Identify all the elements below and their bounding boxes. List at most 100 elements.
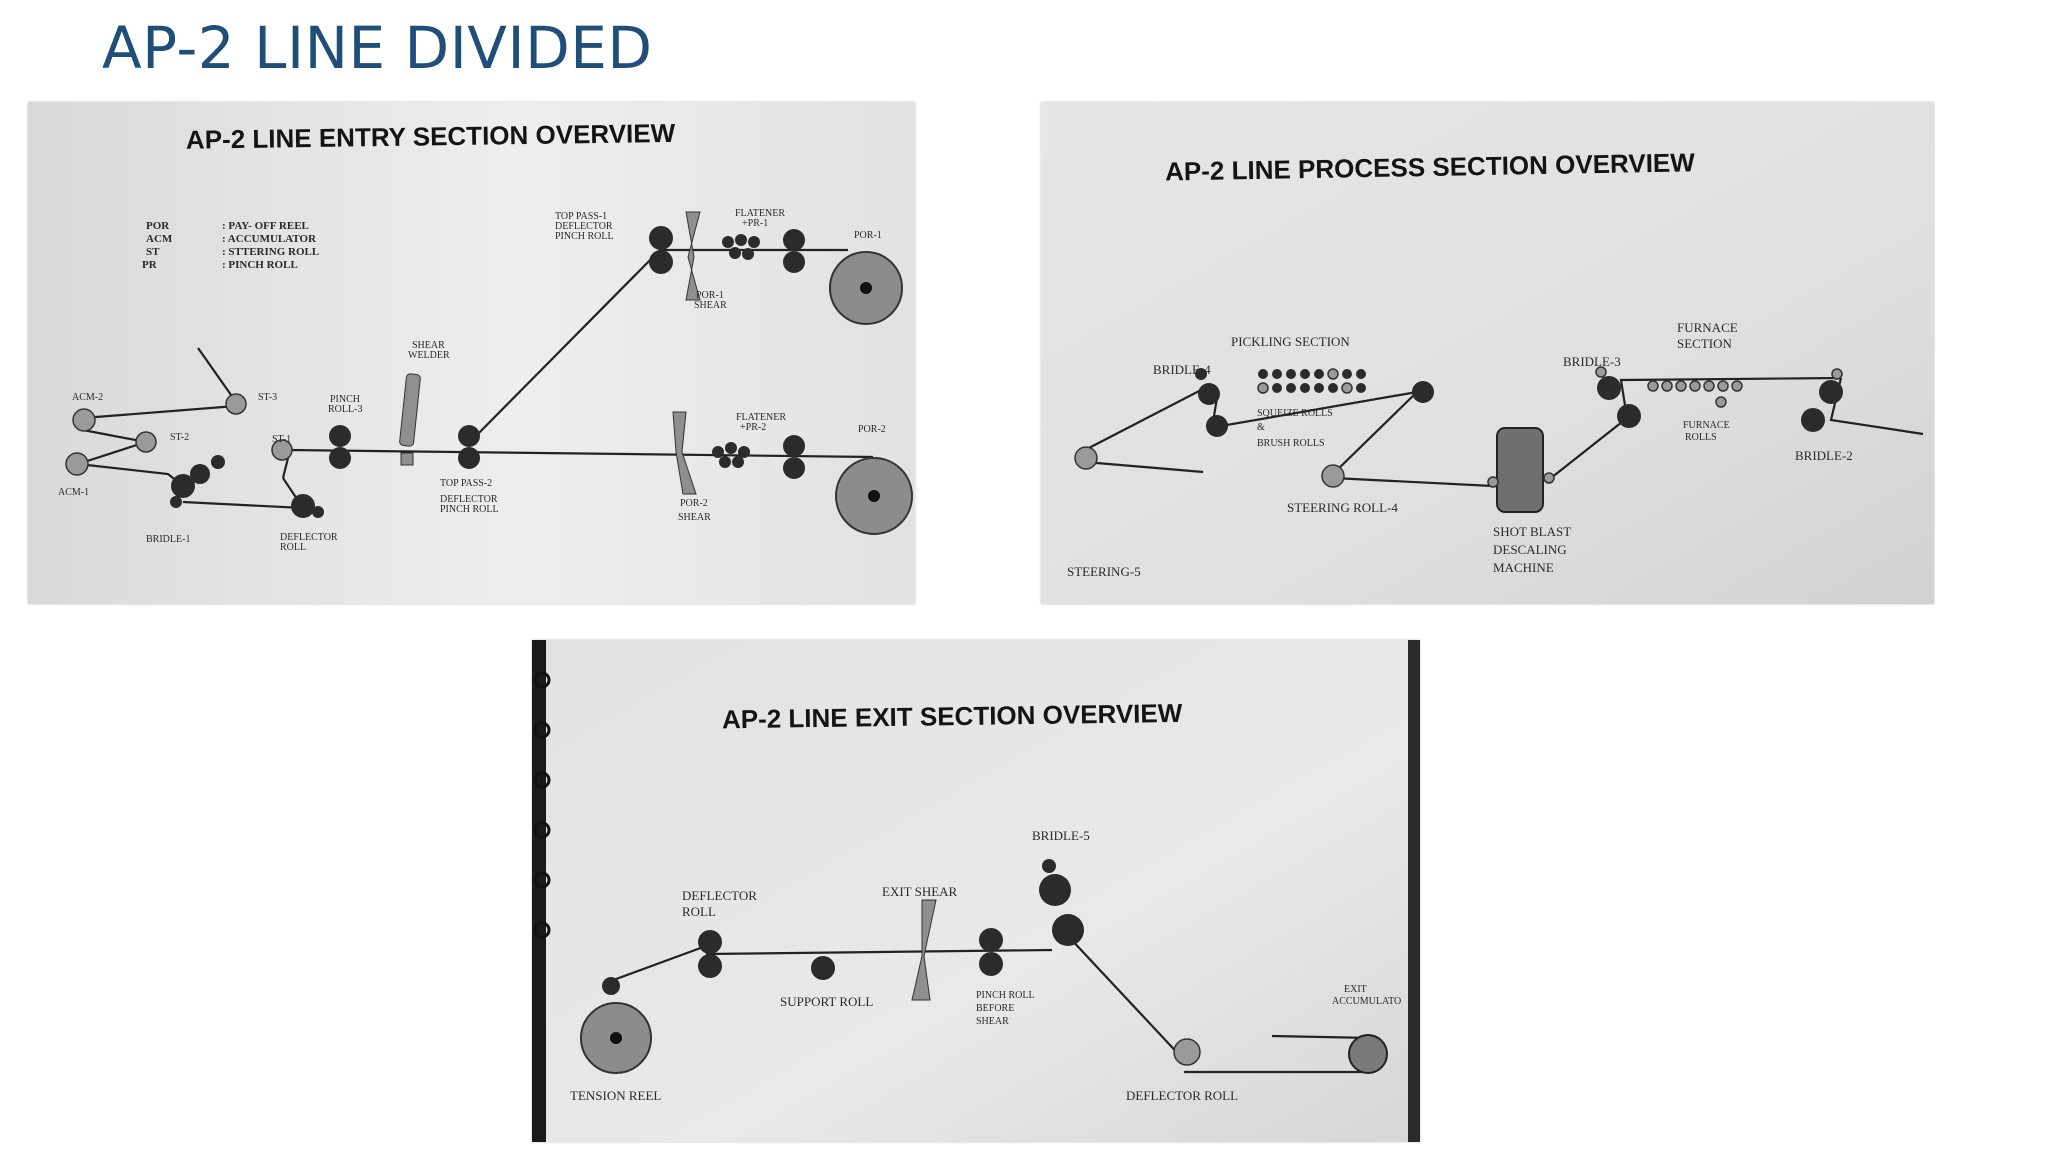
entry-labels: TOP PASS-1 DEFLECTOR PINCH ROLL FLATENER… <box>58 208 886 553</box>
legend-desc: : PINCH ROLL <box>222 259 298 271</box>
bridle-4-roll <box>1198 383 1220 405</box>
top-pass-2-roll <box>458 447 480 469</box>
label-por-2-shear: SHEAR <box>678 512 711 523</box>
label-exit-accumulator: EXIT <box>1344 984 1367 995</box>
top-pass-1-roll <box>649 226 673 250</box>
por-1-shear <box>685 211 701 301</box>
process-labels: PICKLING SECTION BRIDLE-4 SQUEIZE ROLLS … <box>1067 320 1853 579</box>
pickling-exit-roll <box>1412 381 1434 403</box>
label-top-pass-1: DEFLECTOR <box>555 221 613 232</box>
shot-blast-roll <box>1543 472 1555 484</box>
label-shot-blast: DESCALING <box>1493 542 1567 557</box>
bridle-5-roll <box>1052 914 1084 946</box>
pinch-roll-1 <box>783 229 805 251</box>
binder-rings <box>533 671 551 939</box>
st-2-roll <box>135 431 157 453</box>
st-1-roll <box>271 439 293 461</box>
flatener-2-roll <box>719 456 731 468</box>
steering-5-roll <box>1074 446 1098 470</box>
binder-spine <box>532 640 546 1142</box>
rolls <box>602 859 1201 1066</box>
flatener-1-roll <box>742 248 754 260</box>
por-2-shear <box>672 411 697 495</box>
legend-desc: : ACCUMULATOR <box>222 233 317 245</box>
flatener-2-roll <box>738 446 750 458</box>
label-support-roll: SUPPORT ROLL <box>780 994 873 1009</box>
label-top-pass-1: TOP PASS-1 <box>555 211 607 222</box>
label-top-pass-1: PINCH ROLL <box>555 231 614 242</box>
process-section-diagram: AP-2 LINE PROCESS SECTION OVERVIEW <box>1041 102 1934 604</box>
legend-desc: : PAY- OFF REEL <box>222 220 309 232</box>
top-pass-2-roll <box>458 425 480 447</box>
exit-title: AP-2 LINE EXIT SECTION OVERVIEW <box>722 698 1183 734</box>
pinch-roll-3 <box>329 425 351 447</box>
pay-off-reel-2 <box>835 457 913 535</box>
label-shear-welder: WELDER <box>408 350 450 361</box>
bridle-2-roll <box>1831 368 1843 380</box>
paper-background <box>1041 102 1934 604</box>
label-furnace-rolls: ROLLS <box>1685 432 1717 443</box>
label-por-2: POR-2 <box>858 424 886 435</box>
st-3-roll <box>225 393 247 415</box>
label-squeeze-rolls: SQUEIZE ROLLS <box>1257 408 1333 419</box>
exit-section-diagram: AP-2 LINE EXIT SECTION OVERVIEW BRIDLE-5… <box>532 640 1420 1142</box>
flatener-1-roll <box>735 234 747 246</box>
label-pickling-section: PICKLING SECTION <box>1231 334 1350 349</box>
label-top-pass-2: DEFLECTOR <box>440 494 498 505</box>
shot-blast-machine <box>1496 427 1544 513</box>
rolls <box>65 226 805 518</box>
bridle-1-roll <box>190 464 210 484</box>
label-flatener-2: FLATENER <box>736 412 786 423</box>
bridle-2-roll <box>1801 408 1825 432</box>
label-shear-welder: SHEAR <box>412 340 445 351</box>
label-por-1-shear: POR-1 <box>696 290 724 301</box>
label-st-3: ST-3 <box>258 392 277 403</box>
label-por-1-shear: SHEAR <box>694 300 727 311</box>
legend: POR : PAY- OFF REEL ACM : ACCUMULATOR ST… <box>142 220 319 271</box>
tension-reel <box>580 1002 652 1074</box>
bridle-1-roll <box>171 474 195 498</box>
label-shot-blast: SHOT BLAST <box>1493 524 1571 539</box>
flatener-2-roll <box>712 446 724 458</box>
support-roll <box>811 956 835 980</box>
paper-background <box>532 640 1420 1142</box>
deflector-roll <box>312 506 324 518</box>
pay-off-reel-1 <box>829 251 903 325</box>
label-squeeze-rolls: BRUSH ROLLS <box>1257 438 1325 449</box>
furnace-rolls <box>1647 380 1743 408</box>
label-deflector-roll: ROLL <box>280 542 306 553</box>
bridle-4-roll <box>1206 415 1228 437</box>
flatener-2-roll <box>732 456 744 468</box>
legend-desc: : STTERING ROLL <box>222 246 319 258</box>
steering-roll-4 <box>1321 464 1345 488</box>
acm-1-roll <box>65 452 89 476</box>
entry-title: AP-2 LINE ENTRY SECTION OVERVIEW <box>186 118 676 155</box>
bridle-4-roll <box>1195 368 1207 380</box>
shot-blast-roll <box>1487 476 1499 488</box>
label-flatener-2: +PR-2 <box>740 422 766 433</box>
pinch-roll-2 <box>783 435 805 457</box>
deflector-roll <box>291 494 315 518</box>
label-exit-shear: EXIT SHEAR <box>882 884 958 899</box>
label-top-pass-2: PINCH ROLL <box>440 504 499 515</box>
bridle-1-roll <box>170 496 182 508</box>
deflector-roll-bottom <box>1173 1038 1201 1066</box>
label-bridle-3: BRIDLE-3 <box>1563 354 1621 369</box>
label-bridle-2: BRIDLE-2 <box>1795 448 1853 463</box>
process-section-photo: AP-2 LINE PROCESS SECTION OVERVIEW <box>1041 102 1934 604</box>
rolls <box>1074 366 1843 488</box>
label-bridle-4: BRIDLE-4 <box>1153 362 1211 377</box>
label-steering-5: STEERING-5 <box>1067 564 1141 579</box>
shear-welder <box>399 373 421 447</box>
label-furnace-section: FURNACE <box>1677 320 1738 335</box>
label-furnace-rolls: FURNACE <box>1683 420 1730 431</box>
label-deflector-roll-top: DEFLECTOR <box>682 888 757 903</box>
legend-abbr: ACM <box>146 233 173 245</box>
pinch-roll-3 <box>329 447 351 469</box>
label-bridle-1: BRIDLE-1 <box>146 534 190 545</box>
top-pass-1-roll <box>649 250 673 274</box>
acm-2-roll <box>72 408 96 432</box>
entry-section-diagram: AP-2 LINE ENTRY SECTION OVERVIEW POR : P… <box>28 102 915 604</box>
legend-abbr: ST <box>146 246 160 258</box>
slide-title: AP-2 LINE DIVIDED <box>102 14 653 82</box>
